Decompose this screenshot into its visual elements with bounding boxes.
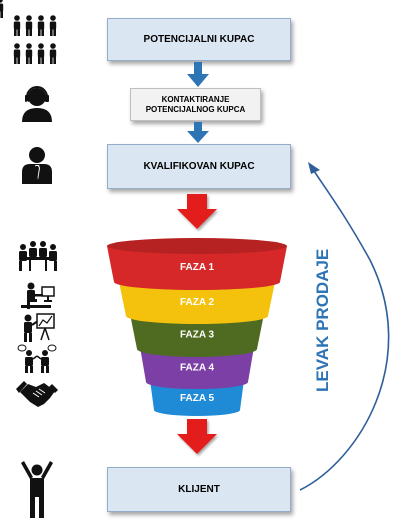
funnel-stage-top: [107, 238, 287, 254]
client-label: KLIJENT: [178, 484, 220, 495]
presentation-icon: [24, 313, 55, 342]
contact-customer-box: KONTAKTIRANJE POTENCIJALNOG KUPCA: [130, 88, 261, 121]
client-box: KLIJENT: [107, 467, 291, 512]
sales-funnel: FAZA 5 FAZA 4 FAZA 3 FAZA 2 FAZA 1: [107, 238, 287, 416]
funnel-stage-1: FAZA 1: [107, 238, 287, 290]
funnel-stage-label: FAZA 2: [180, 297, 215, 308]
funnel-stage-body: [107, 246, 287, 290]
operator-icon: [22, 86, 52, 122]
return-curve-arrowhead: [308, 162, 320, 174]
funnel-stage-body: [140, 347, 254, 389]
funnel-stage-body: [130, 314, 264, 357]
celebrating-person-icon: [21, 461, 53, 518]
meeting-icon: [19, 241, 57, 271]
potential-customer-label: POTENCIJALNI KUPAC: [143, 34, 255, 45]
contact-line-1: KONTAKTIRANJE: [161, 94, 230, 104]
contact-line-2: POTENCIJALNOG KUPCA: [145, 104, 246, 114]
big-arrow-1: [177, 194, 217, 229]
funnel-stage-label: FAZA 3: [180, 330, 215, 341]
potential-customer-box: POTENCIJALNI KUPAC: [107, 18, 291, 61]
funnel-stage-label: FAZA 4: [180, 363, 215, 374]
small-arrow-1: [187, 62, 209, 87]
discussion-icon: [17, 344, 57, 373]
funnel-stage-body: [119, 282, 275, 324]
funnel-stage-label: FAZA 1: [180, 262, 215, 273]
person-tie-icon: [22, 147, 52, 184]
return-curve: [299, 167, 390, 491]
crowd-icon: [0, 0, 57, 64]
funnel-stage-body: [150, 380, 244, 416]
funnel-title: LEVAK PRODAJE: [313, 249, 332, 392]
funnel-stage-label: FAZA 5: [180, 393, 215, 404]
qualified-customer-box: KVALIFIKOVAN KUPAC: [107, 144, 291, 189]
small-arrow-2: [187, 122, 209, 143]
big-arrow-2: [177, 419, 217, 454]
qualified-customer-label: KVALIFIKOVAN KUPAC: [143, 161, 255, 172]
handshake-icon: [16, 381, 58, 407]
desk-worker-icon: [21, 282, 55, 309]
